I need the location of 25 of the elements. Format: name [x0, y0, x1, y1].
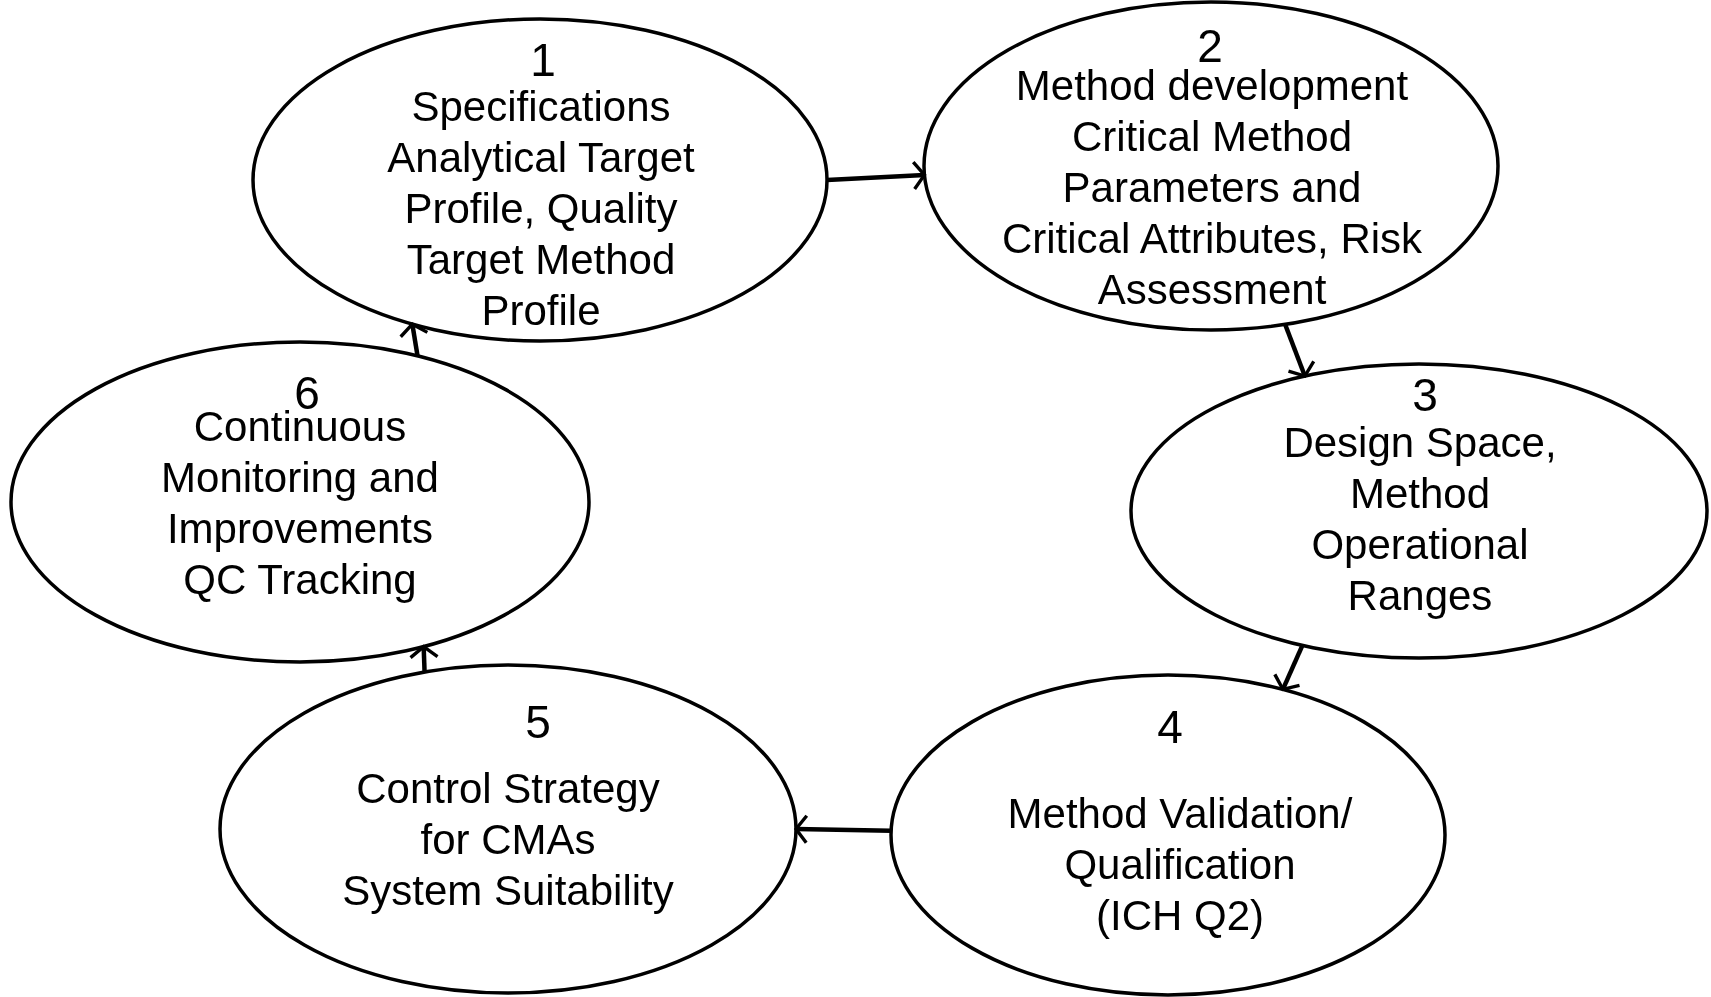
- step-text: Design Space, Method Operational Ranges: [1282, 418, 1558, 621]
- process-ellipse: [251, 17, 829, 343]
- process-ellipse: [889, 673, 1447, 997]
- step-text: Control Strategy for CMAs: [355, 764, 661, 865]
- arrow: [408, 644, 440, 673]
- step-text: QC Tracking: [182, 555, 418, 605]
- process-ellipse: [922, 0, 1500, 332]
- arrow: [1283, 323, 1316, 378]
- step-text: (ICH Q2): [1095, 891, 1265, 941]
- step-text: Analytical Target Profile, Quality Target Method Profile: [386, 133, 696, 336]
- process-ellipse: [9, 340, 591, 664]
- step-number: 5: [525, 699, 551, 745]
- arrow: [826, 160, 927, 191]
- step-number: 4: [1157, 704, 1183, 750]
- arrow: [794, 814, 892, 845]
- step-number: 1: [530, 37, 556, 83]
- process-ellipse: [1129, 362, 1709, 660]
- process-ellipse: [218, 663, 798, 995]
- step-text: Critical Method Parameters and Critical Attributes, Risk Assessment: [1000, 112, 1424, 315]
- step-text: Specifications: [410, 82, 672, 132]
- arrow: [1273, 644, 1305, 692]
- step-number: 3: [1412, 372, 1438, 418]
- step-text: System Suitability: [341, 866, 675, 916]
- step-text: Method Validation/ Qualification: [1006, 789, 1354, 890]
- arrow: [399, 322, 430, 357]
